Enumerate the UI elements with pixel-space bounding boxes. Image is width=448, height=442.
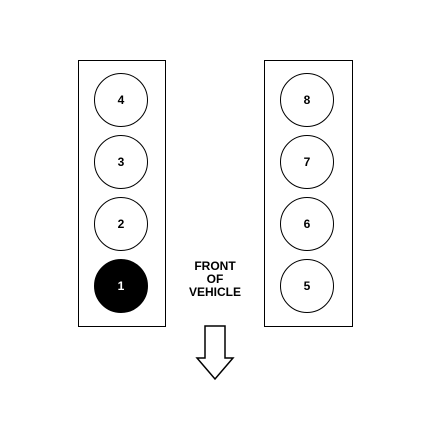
cylinder-7: 7 — [280, 135, 334, 189]
cylinder-number: 5 — [303, 279, 311, 293]
right-cylinder-bank: 8 7 6 5 — [264, 60, 353, 327]
cylinder-number: 4 — [117, 93, 125, 107]
cylinder-number: 6 — [303, 217, 311, 231]
cylinder-6: 6 — [280, 197, 334, 251]
front-label-line-1: FRONT — [194, 259, 236, 273]
cylinder-5: 5 — [280, 259, 334, 313]
cylinder-number: 8 — [303, 93, 311, 107]
left-cylinder-bank: 4 3 2 1 — [78, 60, 166, 327]
cylinder-4: 4 — [94, 73, 148, 127]
front-label-line-3: VEHICLE — [188, 285, 241, 299]
cylinder-number: 2 — [117, 217, 125, 231]
front-label-line-2: OF — [206, 272, 224, 286]
cylinder-8: 8 — [280, 73, 334, 127]
front-of-vehicle-label: FRONT OF VEHICLE — [175, 260, 255, 299]
cylinder-number: 3 — [117, 155, 125, 169]
cylinder-1: 1 — [94, 259, 148, 313]
cylinder-2: 2 — [94, 197, 148, 251]
cylinder-number: 1 — [117, 279, 125, 293]
cylinder-3: 3 — [94, 135, 148, 189]
cylinder-number: 7 — [303, 155, 311, 169]
down-arrow-icon — [195, 325, 235, 381]
